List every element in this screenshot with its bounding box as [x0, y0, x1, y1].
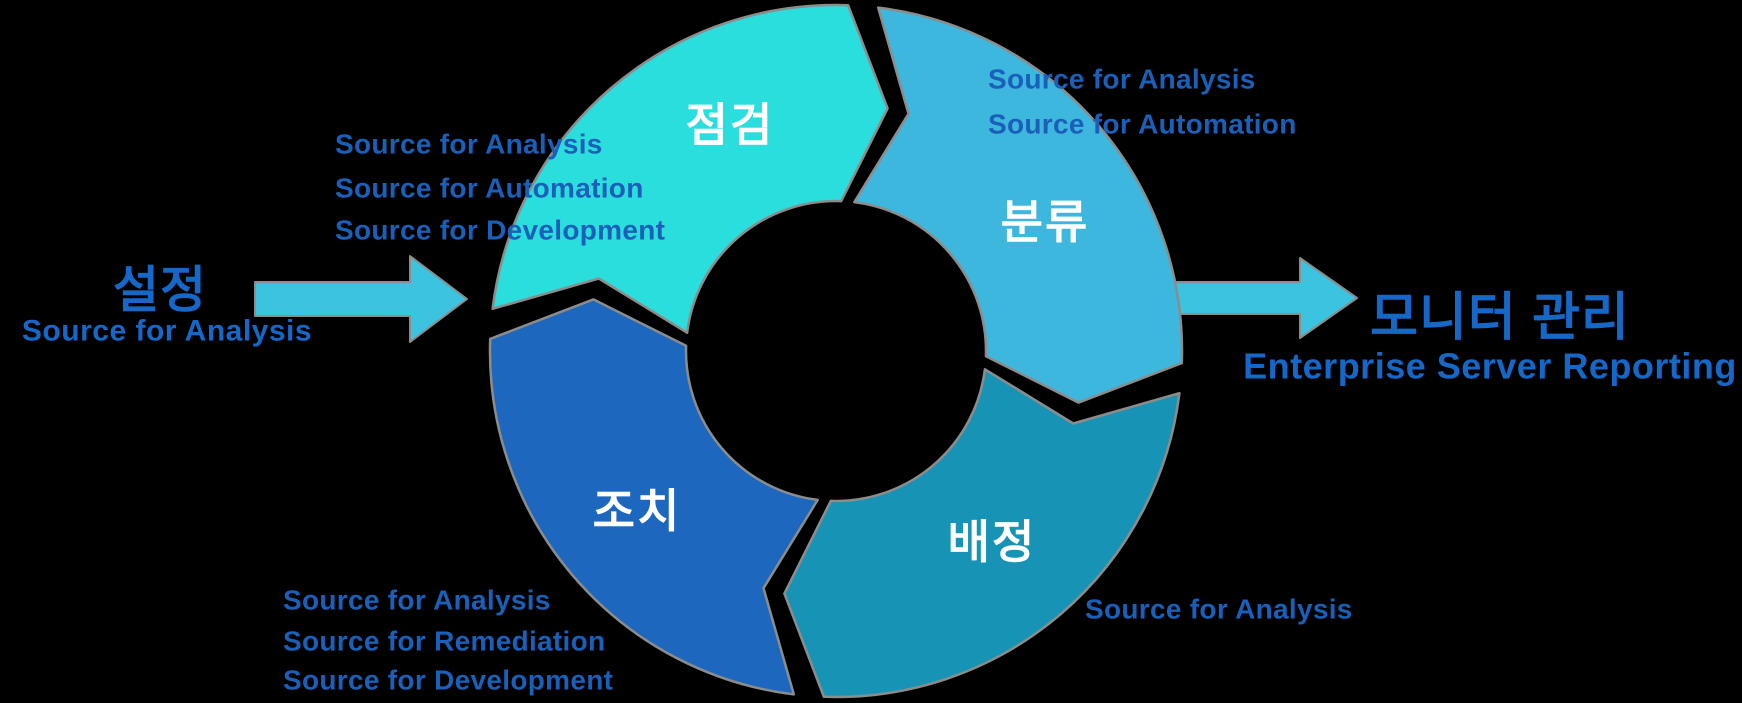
segment-label-bunryu: 분류 [1001, 196, 1090, 248]
input-arrow-icon [254, 255, 468, 343]
input-header: 설정 Source for Analysis [22, 262, 312, 348]
cycle-segments [488, 3, 1184, 699]
annotation-bottom-right: Source for Analysis [1085, 594, 1353, 625]
cycle-segment-bunryu [853, 6, 1184, 404]
annotation-top-right: Source for Analysis Source for Automatio… [988, 64, 1297, 140]
cycle-segment-baejeong [783, 368, 1181, 699]
annotation-line: Source for Development [283, 665, 613, 696]
input-title: 설정 [113, 262, 207, 318]
cycle-segment-jeomgeom [491, 3, 889, 334]
annotation-line: Source for Analysis [988, 64, 1256, 95]
flow-arrows [254, 255, 1358, 343]
annotation-line: Source for Analysis [283, 585, 551, 616]
annotation-top-left: Source for Analysis Source for Automatio… [335, 129, 665, 246]
output-arrow-icon [1159, 257, 1358, 339]
annotation-line: Source for Analysis [335, 129, 603, 160]
segment-label-baejeong: 배정 [948, 516, 1037, 568]
annotation-line: Source for Automation [988, 109, 1297, 140]
segment-label-jeomgeom: 점검 [686, 99, 775, 151]
annotation-line: Source for Remediation [283, 626, 605, 657]
output-title: 모니터 관리 [1370, 289, 1630, 347]
output-header: 모니터 관리 Enterprise Server Reporting [1243, 289, 1737, 387]
cycle-segment-jochi [488, 298, 819, 696]
annotation-line: Source for Development [335, 215, 665, 246]
annotation-line: Source for Automation [335, 173, 644, 204]
annotation-bottom-left: Source for Analysis Source for Remediati… [283, 585, 613, 696]
input-subtitle: Source for Analysis [22, 315, 312, 348]
segment-label-jochi: 조치 [593, 485, 682, 537]
output-subtitle: Enterprise Server Reporting [1243, 346, 1737, 387]
annotation-line: Source for Analysis [1085, 594, 1353, 625]
